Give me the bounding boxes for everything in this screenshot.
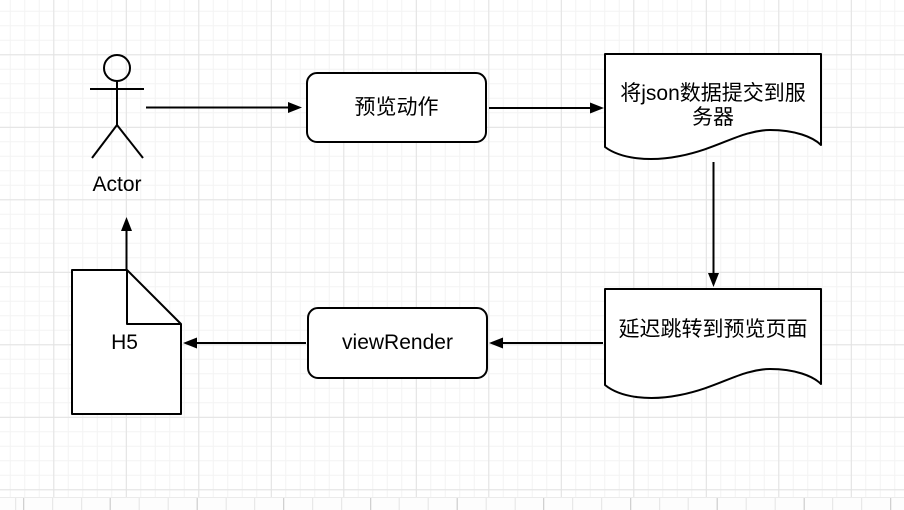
actor-label-container[interactable]: Actor bbox=[77, 173, 157, 197]
node-shape-delay-jump[interactable] bbox=[604, 288, 822, 399]
node-h5[interactable]: H5 bbox=[72, 330, 177, 356]
connector-preview-to-submit[interactable] bbox=[489, 102, 604, 114]
node-view-render[interactable]: viewRender bbox=[308, 308, 487, 378]
node-label-line-1: 将json数据提交到服 bbox=[620, 82, 806, 105]
node-preview-action[interactable]: 预览动作 bbox=[307, 73, 486, 142]
connector-viewrender-to-h5[interactable] bbox=[183, 337, 306, 349]
node-shape-h5[interactable] bbox=[71, 269, 182, 415]
arrowhead-up bbox=[121, 217, 132, 231]
arrowhead-left bbox=[183, 337, 197, 349]
arrowhead-left bbox=[489, 337, 503, 349]
node-delay-jump[interactable]: 延迟跳转到预览页面 bbox=[605, 292, 821, 368]
node-shape-view-render[interactable] bbox=[307, 307, 488, 379]
arrowhead-right bbox=[288, 102, 302, 113]
note-fold bbox=[126, 270, 181, 325]
arrowhead-down bbox=[708, 273, 719, 287]
node-label-line-2: 务器 bbox=[692, 106, 734, 129]
node-submit-json[interactable]: 将json数据提交到服 务器 bbox=[605, 58, 821, 154]
actor-head bbox=[103, 54, 131, 82]
node-shape-preview-action[interactable] bbox=[306, 72, 487, 143]
actor-figure[interactable] bbox=[90, 54, 144, 159]
connector-actor-to-preview[interactable] bbox=[146, 102, 302, 113]
node-label: 将json数据提交到服 务器 bbox=[620, 82, 806, 130]
canvas-bottom-strip bbox=[0, 497, 904, 510]
node-label: 预览动作 bbox=[354, 95, 439, 119]
actor-leg-left bbox=[91, 124, 118, 159]
node-label: H5 bbox=[111, 331, 138, 354]
arrowhead-right bbox=[590, 102, 604, 114]
node-label: 延迟跳转到预览页面 bbox=[618, 318, 808, 341]
note-outline bbox=[71, 269, 182, 415]
connector-delay-to-viewrender[interactable] bbox=[489, 337, 603, 349]
node-label: viewRender bbox=[342, 331, 453, 354]
node-shape-submit-json[interactable] bbox=[604, 53, 822, 160]
actor-leg-right bbox=[116, 124, 144, 159]
connector-submit-to-delay[interactable] bbox=[708, 162, 719, 287]
actor-label: Actor bbox=[92, 173, 142, 196]
connector-h5-to-actor[interactable] bbox=[121, 217, 132, 270]
